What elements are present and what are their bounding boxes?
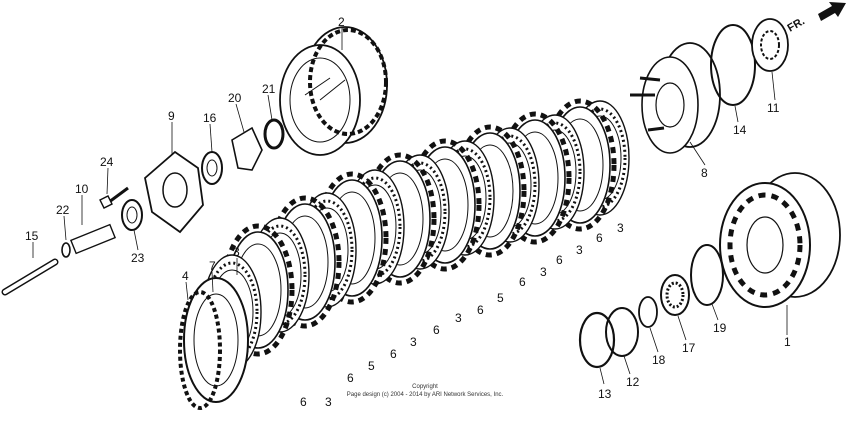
clutch-hub xyxy=(630,42,721,154)
callout-3: 3 xyxy=(576,243,583,257)
clutch-pack xyxy=(178,101,631,410)
parking-pawl-plate xyxy=(231,126,263,171)
callout-7: 7 xyxy=(209,259,216,273)
callout-24: 24 xyxy=(100,155,114,169)
callout-5: 5 xyxy=(497,291,504,305)
callout-6: 6 xyxy=(519,275,526,289)
callout-17: 17 xyxy=(682,341,696,355)
callout-10: 10 xyxy=(75,182,89,196)
callout-18: 18 xyxy=(652,353,666,367)
callout-4: 4 xyxy=(182,269,189,283)
callout-12: 12 xyxy=(626,375,640,389)
callout-3: 3 xyxy=(233,245,240,259)
front-label: FR. xyxy=(786,15,807,34)
copyright-line-2: Page design (c) 2004 - 2014 by ARI Netwo… xyxy=(347,392,504,398)
shaft-sleeve xyxy=(69,223,117,255)
callout-22: 22 xyxy=(56,203,70,217)
arrow-icon xyxy=(818,2,846,21)
snap-ring xyxy=(710,24,756,106)
copyright-line-1: Copyright xyxy=(412,384,438,390)
callout-6: 6 xyxy=(433,323,440,337)
callout-6: 6 xyxy=(390,347,397,361)
clutch-end-plate-bore xyxy=(193,293,239,387)
callout-6: 6 xyxy=(596,231,603,245)
callout-6: 6 xyxy=(347,371,354,385)
callout-8: 8 xyxy=(701,166,708,180)
clutch-drum xyxy=(719,172,841,308)
callout-3: 3 xyxy=(455,311,462,325)
clutch-guide xyxy=(279,26,388,156)
snap-ring-13 xyxy=(578,311,616,369)
ball-bearing-bore xyxy=(126,206,138,224)
callout-11: 11 xyxy=(767,101,780,115)
callout-6: 6 xyxy=(300,395,307,409)
callout-6: 6 xyxy=(477,303,484,317)
callout-19: 19 xyxy=(713,321,727,335)
callout-3: 3 xyxy=(540,265,547,279)
leader-lines xyxy=(32,28,788,385)
callout-3: 3 xyxy=(617,221,624,235)
thrust-washer-18 xyxy=(638,296,658,328)
callout-23: 23 xyxy=(131,251,145,265)
flange-bore xyxy=(162,172,188,208)
waved-spring xyxy=(178,290,222,410)
callout-13: 13 xyxy=(598,387,612,401)
needle-bearing xyxy=(660,274,690,316)
bolt-head xyxy=(99,195,113,209)
o-ring xyxy=(61,242,71,258)
callout-1: 1 xyxy=(784,335,791,349)
callout-3: 3 xyxy=(325,395,332,409)
snap-ring-12 xyxy=(605,307,639,357)
callout-3: 3 xyxy=(410,335,417,349)
thrust-washer-19 xyxy=(690,244,724,306)
feed-pipe-highlight xyxy=(3,260,57,294)
roller-bearing xyxy=(201,151,223,185)
roller-bearing-bore xyxy=(206,159,218,177)
callout-21: 21 xyxy=(262,82,276,96)
callout-20: 20 xyxy=(228,91,242,105)
front-direction-arrow: FR. xyxy=(786,2,846,35)
needle-bearing-rollers xyxy=(665,281,685,309)
callout-5: 5 xyxy=(368,359,375,373)
callout-9: 9 xyxy=(168,109,175,123)
thrust-washer xyxy=(751,18,789,72)
thrust-washer-21 xyxy=(263,118,285,150)
callout-numbers: 2 20 21 16 9 24 10 22 15 23 4 7 3 6 3 6 … xyxy=(25,15,791,409)
callout-2: 2 xyxy=(338,15,345,29)
ball-bearing xyxy=(121,199,143,231)
callout-15: 15 xyxy=(25,229,39,243)
callout-6: 6 xyxy=(556,253,563,267)
callout-14: 14 xyxy=(733,123,747,137)
thrust-washer-teeth xyxy=(760,30,780,60)
callout-16: 16 xyxy=(203,111,217,125)
